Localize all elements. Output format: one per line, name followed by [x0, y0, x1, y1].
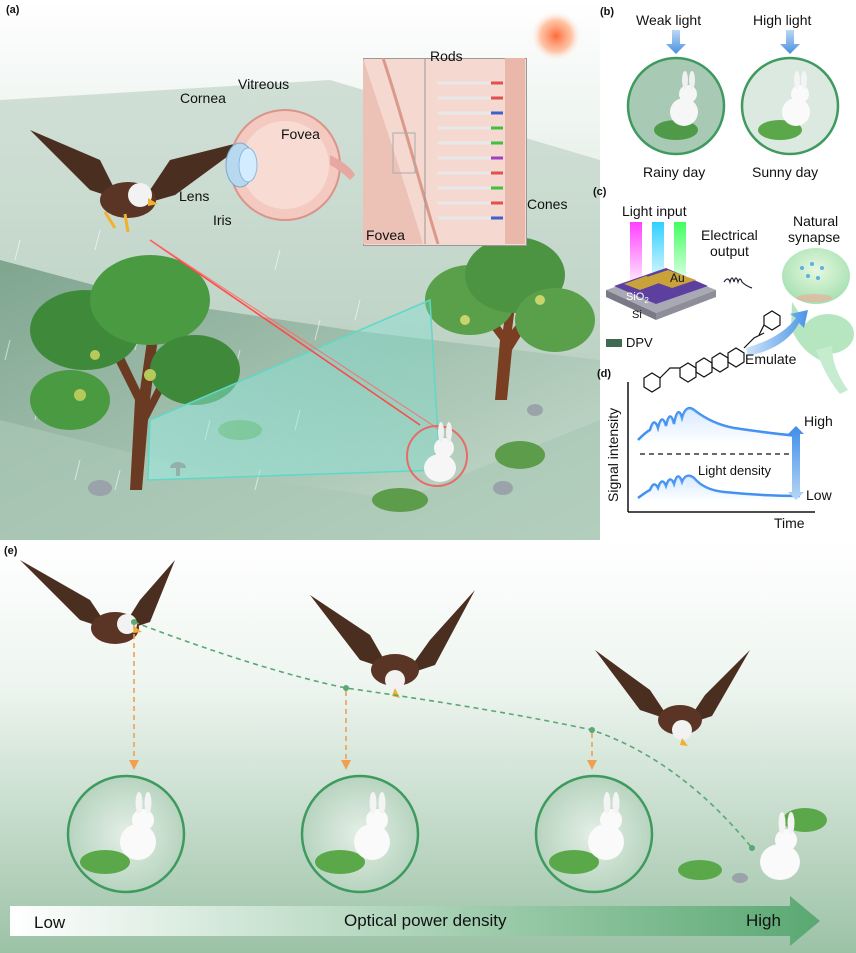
label-rods: Rods: [430, 48, 463, 64]
natural-synapse-icon: [782, 248, 854, 394]
right-tree-icon: [425, 237, 595, 400]
label-sunny-day: Sunny day: [752, 164, 819, 180]
label-vitreous: Vitreous: [238, 76, 290, 92]
label-dpv: DPV: [626, 335, 653, 350]
rabbit-view-circle-high: [534, 774, 654, 894]
label-electrical-output-1: Electrical: [701, 227, 758, 243]
rabbit-view-circle-mid: [300, 774, 420, 894]
orange-arrowhead-icon: [129, 760, 139, 770]
orange-arrowhead-icon: [587, 760, 597, 770]
label-emulate: Emulate: [745, 351, 797, 367]
target-circle: [406, 425, 468, 487]
panel-e-scene: [0, 540, 856, 953]
eagle-icon-e2: [310, 590, 475, 698]
label-natural-synapse-1: Natural: [793, 213, 839, 229]
density-arrow-icon: [788, 426, 804, 500]
label-cornea: Cornea: [180, 90, 226, 106]
rabbit-view-circle-low: [66, 774, 186, 894]
label-iris: Iris: [213, 212, 232, 228]
label-sio2: SiO2: [626, 291, 649, 305]
retina-detail: [363, 58, 525, 244]
label-weak-light: Weak light: [636, 12, 702, 28]
left-tree-icon: [30, 255, 240, 490]
label-fovea-detail: Fovea: [366, 227, 405, 243]
label-si: Si: [632, 309, 642, 321]
eagle-icon-a: [30, 130, 250, 233]
label-high: High: [804, 413, 833, 429]
panel-label-a: (a): [6, 4, 20, 16]
eagle-icon-e3: [595, 650, 750, 746]
label-power-high: High: [746, 911, 781, 930]
panel-b-circles: [626, 30, 840, 156]
label-light-density: Light density: [698, 463, 771, 478]
panel-label-b: (b): [600, 6, 615, 18]
weak-light-arrow-icon: [666, 30, 686, 54]
panel-label-d: (d): [597, 368, 612, 380]
label-au: Au: [670, 271, 685, 285]
vision-beam: [147, 298, 441, 481]
label-cones: Cones: [527, 196, 568, 212]
panel-label-c: (c): [593, 186, 607, 198]
y-axis-title: Signal intensity: [605, 408, 621, 502]
label-electrical-output-2: output: [710, 243, 749, 259]
label-light-input: Light input: [622, 203, 687, 219]
label-power-title: Optical power density: [344, 911, 507, 930]
label-high-light: High light: [753, 12, 812, 28]
orange-arrowhead-icon: [341, 760, 351, 770]
optical-power-arrow: [10, 896, 820, 946]
dpv-molecule-icon: [643, 310, 781, 393]
eye-diagram: [225, 109, 355, 221]
rabbit-caught-icon: [678, 808, 827, 883]
high-light-arrow-icon: [780, 30, 800, 54]
sun-icon: [530, 10, 582, 62]
label-power-low: Low: [34, 913, 66, 932]
x-axis-title: Time: [774, 515, 805, 528]
label-rainy-day: Rainy day: [643, 164, 706, 180]
rabbit-target-icon: [424, 422, 456, 482]
emulate-arrow-icon: [746, 310, 808, 356]
panel-label-e: (e): [4, 545, 18, 557]
label-low: Low: [806, 487, 833, 503]
electrical-output-wave: [723, 277, 753, 289]
dpv-legend-swatch: [606, 339, 622, 347]
label-fovea: Fovea: [281, 126, 320, 142]
flight-trajectory: [133, 621, 753, 849]
signal-chart: Signal intensity Time High Light density…: [605, 382, 833, 528]
label-lens: Lens: [179, 188, 210, 204]
device-schematic: Au SiO2 Si DPV: [606, 222, 854, 394]
label-natural-synapse-2: synapse: [788, 229, 841, 245]
eagle-icon-e1: [20, 560, 175, 644]
